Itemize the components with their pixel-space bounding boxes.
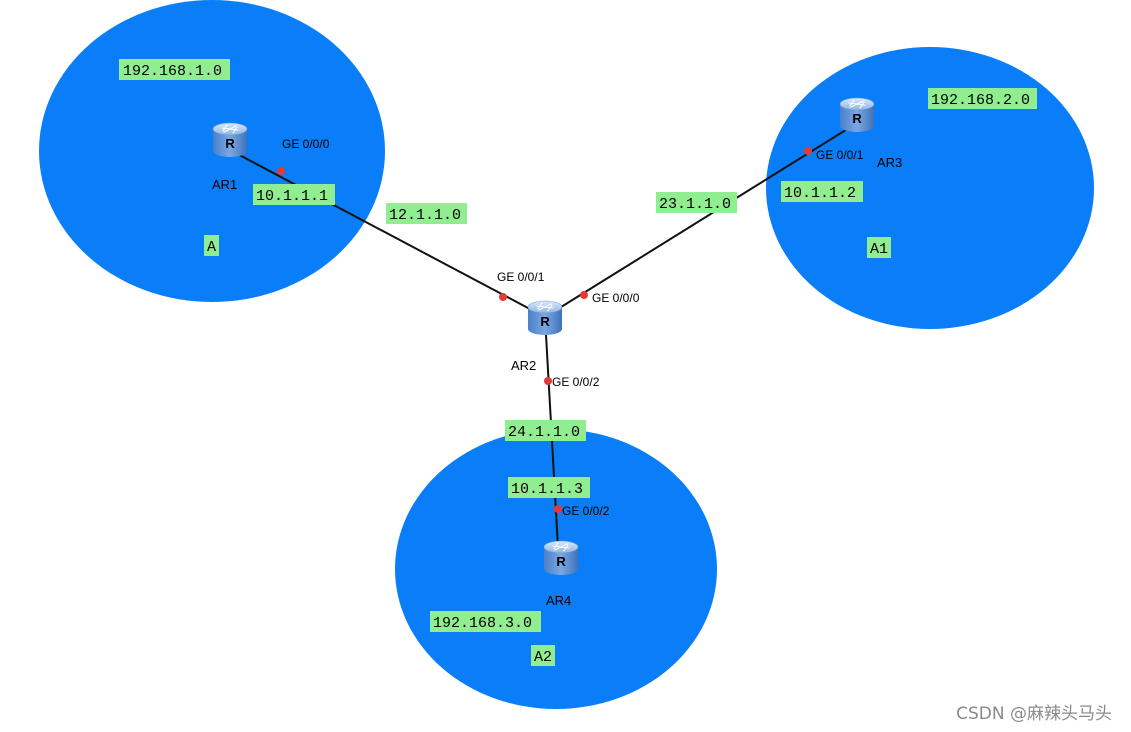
area-label-a: A — [204, 235, 219, 256]
router-id-text: 10.1.1.3 — [511, 481, 583, 498]
port-dot-ar2-ge001 — [499, 293, 507, 301]
network-label-area-a2: 192.168.3.0 — [430, 611, 541, 632]
router-id-label-ar3: 10.1.1.2 — [781, 181, 863, 202]
network-label-area-a: 192.168.1.0 — [119, 59, 230, 80]
network-label-text: 192.168.3.0 — [433, 615, 532, 632]
router-id-label-ar1: 10.1.1.1 — [253, 184, 335, 205]
router-glyph: R — [225, 136, 235, 151]
router-id-label-ar4: 10.1.1.3 — [508, 477, 590, 498]
area-a-circle — [39, 0, 385, 302]
network-label-text: 23.1.1.0 — [659, 196, 731, 213]
port-label-ar4-ge002: GE 0/0/2 — [562, 504, 610, 518]
router-ar3[interactable]: R — [839, 97, 875, 133]
port-label-ar1-ge000: GE 0/0/0 — [282, 137, 330, 151]
router-ar4[interactable]: R — [543, 540, 579, 576]
port-dot-ar4-ge002 — [554, 505, 562, 513]
port-label-ar2-ge002: GE 0/0/2 — [552, 375, 600, 389]
area-label-a1: A1 — [867, 237, 891, 258]
network-label-link-24: 24.1.1.0 — [505, 420, 586, 441]
port-label-ar2-ge001: GE 0/0/1 — [497, 270, 545, 284]
port-label-ar2-ge000: GE 0/0/0 — [592, 291, 640, 305]
link-ar1-ar2 — [229, 149, 546, 318]
network-label-link-12: 12.1.1.0 — [386, 203, 467, 224]
link-ar2-ar3 — [544, 122, 858, 318]
port-label-ar3-ge001: GE 0/0/1 — [816, 148, 864, 162]
router-name-ar4: AR4 — [546, 593, 571, 608]
network-label-text: 12.1.1.0 — [389, 207, 461, 224]
router-ar2[interactable]: R — [527, 300, 563, 336]
port-dot-ar2-ge002 — [544, 377, 552, 385]
router-name-ar1: AR1 — [212, 177, 237, 192]
router-glyph: R — [556, 554, 566, 569]
router-name-ar2: AR2 — [511, 358, 536, 373]
network-label-text: 192.168.1.0 — [123, 63, 222, 80]
port-dot-ar1-ge000 — [277, 167, 285, 175]
port-dot-ar3-ge001 — [804, 147, 812, 155]
network-label-area-a1: 192.168.2.0 — [928, 88, 1037, 109]
router-ar1[interactable]: R — [212, 122, 248, 158]
port-dot-ar2-ge000 — [580, 291, 588, 299]
router-id-text: 10.1.1.2 — [784, 185, 856, 202]
area-name-text: A2 — [534, 649, 552, 666]
area-name-text: A — [207, 239, 216, 256]
area-label-a2: A2 — [531, 645, 555, 666]
router-id-text: 10.1.1.1 — [256, 188, 328, 205]
router-name-ar3: AR3 — [877, 155, 902, 170]
router-glyph: R — [852, 111, 862, 126]
router-glyph: R — [540, 314, 550, 329]
watermark: CSDN @麻辣头马头 — [956, 704, 1112, 724]
network-label-text: 192.168.2.0 — [931, 92, 1030, 109]
network-label-link-23: 23.1.1.0 — [656, 192, 737, 213]
network-label-text: 24.1.1.0 — [508, 424, 580, 441]
area-name-text: A1 — [870, 241, 888, 258]
